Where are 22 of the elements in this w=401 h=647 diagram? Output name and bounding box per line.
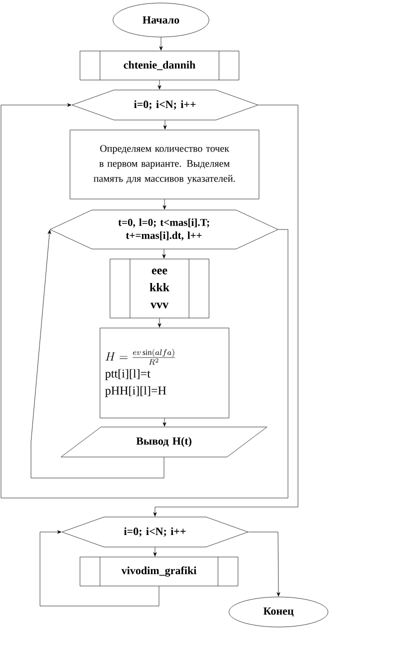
- arrow: [30, 230, 164, 478]
- arrow: [162, 199, 166, 210]
- subroutine-box: eee kkk vvv: [110, 258, 210, 318]
- subroutine-box: vivodim_grafiki: [80, 556, 238, 586]
- arrow: [162, 418, 166, 426]
- arrow: [153, 104, 298, 516]
- arrow: [0, 103, 288, 498]
- loop-hexagon: i=0; i<N; i++: [72, 90, 258, 120]
- subroutine-box: chtenie_dannih: [80, 50, 240, 80]
- process-box: $H = \frac{ev\sin(alfa)}{R^2}$ ptt[i][l]=t pHH[i][l]=H: [100, 328, 230, 418]
- arrow: [158, 318, 162, 328]
- arrow: [159, 37, 163, 50]
- arrow: [162, 249, 166, 258]
- process-box: Определяем количество точек в первом варианте. Выделяем память для массивов указателей.: [70, 130, 260, 200]
- arrow: [248, 532, 280, 596]
- arrow: [158, 80, 162, 90]
- arrow: [40, 530, 160, 606]
- loop-hexagon: i=0; i<N; i++: [62, 516, 248, 548]
- output-parallelogram: Вывод H(t): [60, 426, 268, 458]
- loop-hexagon: t=0, l=0; t<mas[i].T; t+=mas[i].dt, l++: [50, 210, 278, 250]
- arrow: [163, 120, 167, 130]
- arrow: [153, 547, 157, 556]
